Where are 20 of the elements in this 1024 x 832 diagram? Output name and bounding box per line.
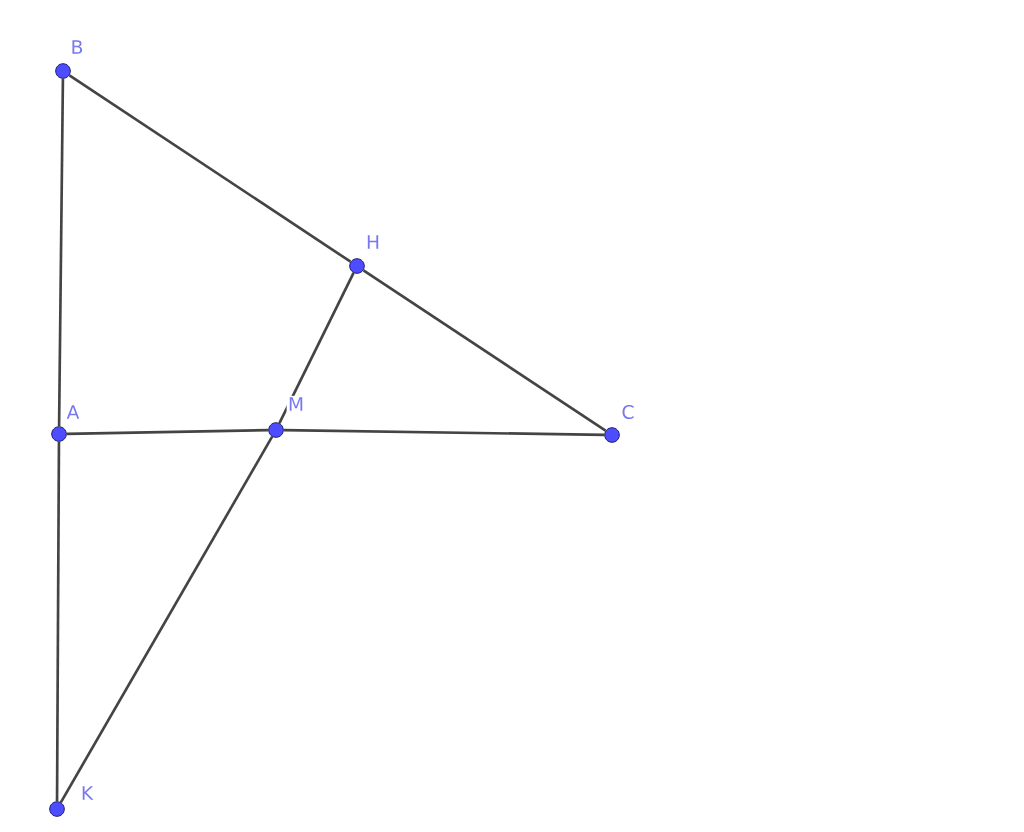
point: [49, 801, 65, 817]
point: [55, 63, 71, 79]
line-segment: [55, 441, 61, 802]
line-segment: [57, 78, 65, 427]
point: [51, 426, 67, 442]
point: [268, 422, 284, 438]
point-label: A: [65, 403, 81, 421]
point-label: B: [69, 38, 85, 56]
line-segment: [278, 272, 355, 424]
line-segment: [59, 436, 274, 803]
line-segment: [362, 269, 607, 432]
point: [604, 427, 620, 443]
line-segment: [66, 428, 269, 436]
point-label: K: [79, 784, 95, 802]
point-label: M: [286, 395, 306, 413]
point-label: H: [364, 233, 382, 251]
point-label: C: [620, 403, 636, 421]
point: [349, 258, 365, 274]
line-segment: [283, 428, 605, 437]
line-segment: [68, 74, 352, 263]
